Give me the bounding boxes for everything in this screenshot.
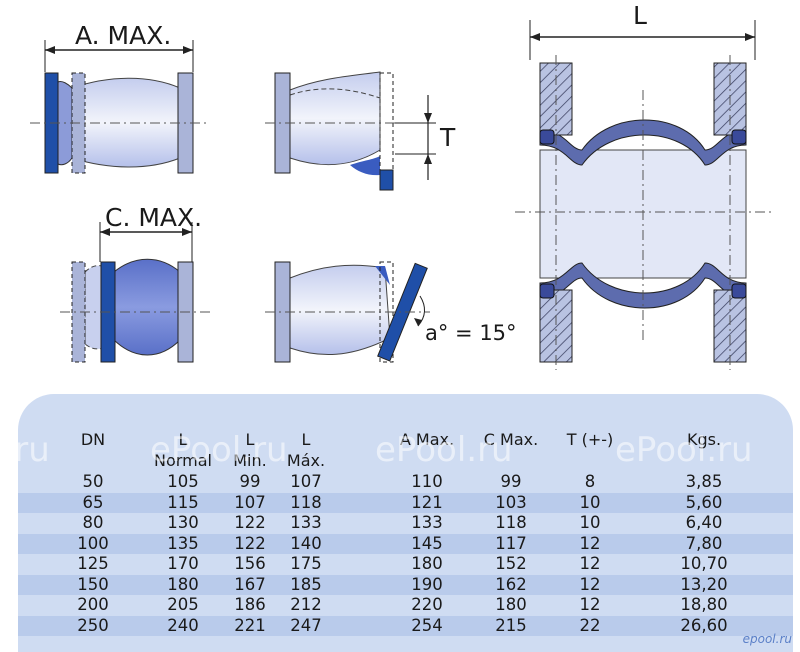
a-max-label: A. MAX. [75,21,171,50]
table-cell: 99 [239,472,261,491]
table-cell: 10 [579,492,601,512]
table-cell: 250 [77,615,109,635]
view-angular: a° = 15° [265,261,517,363]
table-cell: 130 [167,513,199,532]
l-label: L [633,1,647,30]
table-cell: 115 [167,492,199,512]
table-cell: 107 [234,492,266,512]
table-cell: 135 [167,533,199,553]
view-c-max: C. MAX. [60,203,210,363]
table-cell: 170 [167,554,199,573]
table-cell: 145 [411,533,443,553]
table-cell: 221 [234,615,266,635]
table-row-stripe [18,492,793,513]
watermark: ePool.ru [615,430,753,470]
watermark-small: epool.ru [742,632,792,646]
table-header-2: L [245,430,255,449]
table-cell: 240 [167,615,199,635]
table-cell: 118 [290,492,322,512]
table-cell: 200 [77,595,109,614]
view-section: L [515,1,772,370]
table-cell: 110 [411,472,443,491]
table-cell: 156 [234,554,266,573]
table-cell: 125 [77,554,109,573]
table-cell: 8 [584,472,596,491]
table-cell: 6,40 [685,513,723,532]
table-cell: 133 [290,513,322,532]
table-cell: 99 [500,472,522,491]
view-a-max: A. MAX. [30,21,208,174]
table-cell: 103 [495,492,527,512]
expansion-joint-diagram: A. MAX. T C. MAX. [30,1,772,370]
table-header-4: A Max. [399,430,455,449]
table-header-1: L [178,430,188,449]
spec-table-panel [18,394,793,652]
table-header-3-sub: Máx. [286,451,326,470]
table-cell: 150 [77,574,109,594]
table-cell: 167 [234,574,266,594]
table-cell: 117 [495,533,527,553]
table-cell: 18,80 [680,595,728,614]
flange-right-dark [379,169,394,191]
table-header-2-sub: Min. [233,451,267,470]
table-cell: 180 [411,554,443,573]
table-header-7: Kgs. [686,430,722,449]
table-cell: 180 [495,595,527,614]
table-cell: 140 [290,533,322,553]
table-row-stripe [18,615,793,636]
table-header-5: C Max. [483,430,539,449]
table-header-0: DN [80,430,106,449]
table-cell: 26,60 [680,615,728,635]
table-row-stripe [18,574,793,595]
table-cell: 3,85 [685,472,723,491]
table-row-stripe [18,533,793,554]
table-cell: 152 [495,554,527,573]
view-t-offset: T [265,71,456,191]
t-label: T [439,123,456,152]
table-cell: 10 [579,513,601,532]
table-header-1-sub: Normal [154,451,212,470]
table-cell: 185 [290,574,322,594]
table-header-6: T (+-) [566,430,614,449]
table-cell: 122 [234,513,266,532]
table-cell: 7,80 [685,533,723,553]
table-cell: 12 [579,595,601,614]
table-cell: 22 [579,615,601,635]
table-cell: 12 [579,554,601,573]
watermark: ePool.ru [375,430,513,470]
flange-right-tilted [377,262,428,362]
table-cell: 5,60 [685,492,723,512]
table-cell: 107 [290,472,322,491]
table-cell: 162 [495,574,527,594]
table-cell: 175 [290,554,322,573]
table-cell: 220 [411,595,443,614]
table-cell: 12 [579,533,601,553]
table-cell: 100 [77,533,109,553]
table-cell: 50 [82,472,104,491]
table-cell: 215 [495,615,527,635]
table-cell: 254 [411,615,443,635]
table-cell: 13,20 [680,574,728,594]
watermark: ePool.ru [150,430,288,470]
angle-label: a° = 15° [425,321,517,345]
table-cell: 247 [290,615,322,635]
table-cell: 105 [167,472,199,491]
table-header-3: L [301,430,311,449]
table-cell: 80 [82,513,104,532]
table-cell: 133 [411,513,443,532]
table-cell: 12 [579,574,601,594]
table-cell: 122 [234,533,266,553]
table-cell: 212 [290,595,322,614]
table-cell: 121 [411,492,443,512]
c-max-label: C. MAX. [105,203,202,232]
table-cell: 10,70 [680,554,728,573]
table-cell: 65 [82,492,104,512]
table-cell: 118 [495,513,527,532]
table-cell: 180 [167,574,199,594]
table-cell: 186 [234,595,266,614]
watermark: l.ru [0,430,50,470]
table-cell: 190 [411,574,443,594]
table-cell: 205 [167,595,199,614]
